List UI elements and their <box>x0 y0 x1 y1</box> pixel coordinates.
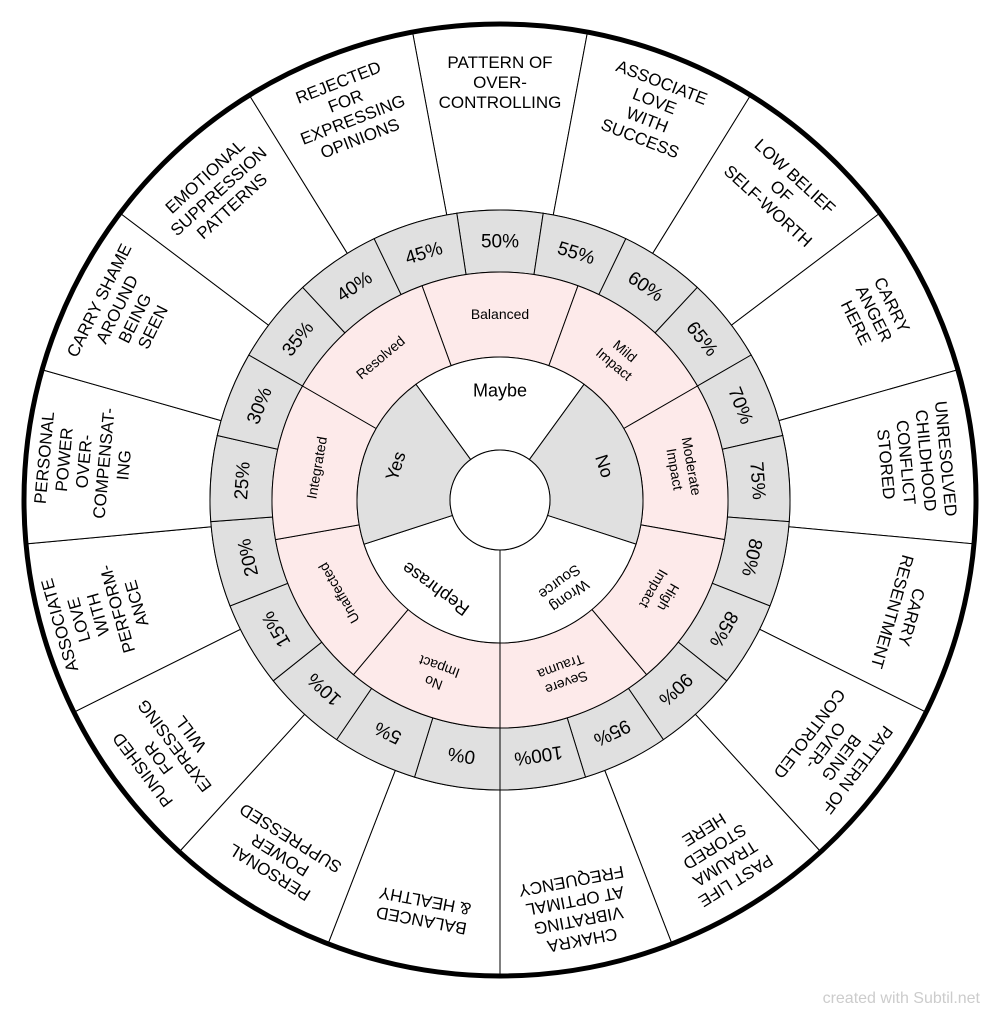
impact-ring: BalancedMildImpactModerateImpactHighImpa… <box>271 271 729 729</box>
outer-border <box>21 21 979 979</box>
outer-segment-label: UNRESOLVEDCHILDHOODCONFLICTSTORED <box>871 400 960 523</box>
answer-label: Maybe <box>473 380 527 400</box>
percent-ring: 50%55%60%65%70%75%80%85%90%95%100%0%5%10… <box>209 209 791 791</box>
outer-segment-label: PAST LIFETRAUMASTOREDHERE <box>664 799 777 910</box>
credit-text: created with Subtil.net <box>822 990 980 1007</box>
percent-label: 75% <box>745 461 769 501</box>
ring-borders <box>21 21 979 979</box>
percent-label: 25% <box>231 461 255 501</box>
impact-label: Balanced <box>471 306 529 322</box>
percent-label: 0% <box>446 743 476 768</box>
percent-label: 50% <box>481 232 519 253</box>
center-hub <box>449 449 551 551</box>
